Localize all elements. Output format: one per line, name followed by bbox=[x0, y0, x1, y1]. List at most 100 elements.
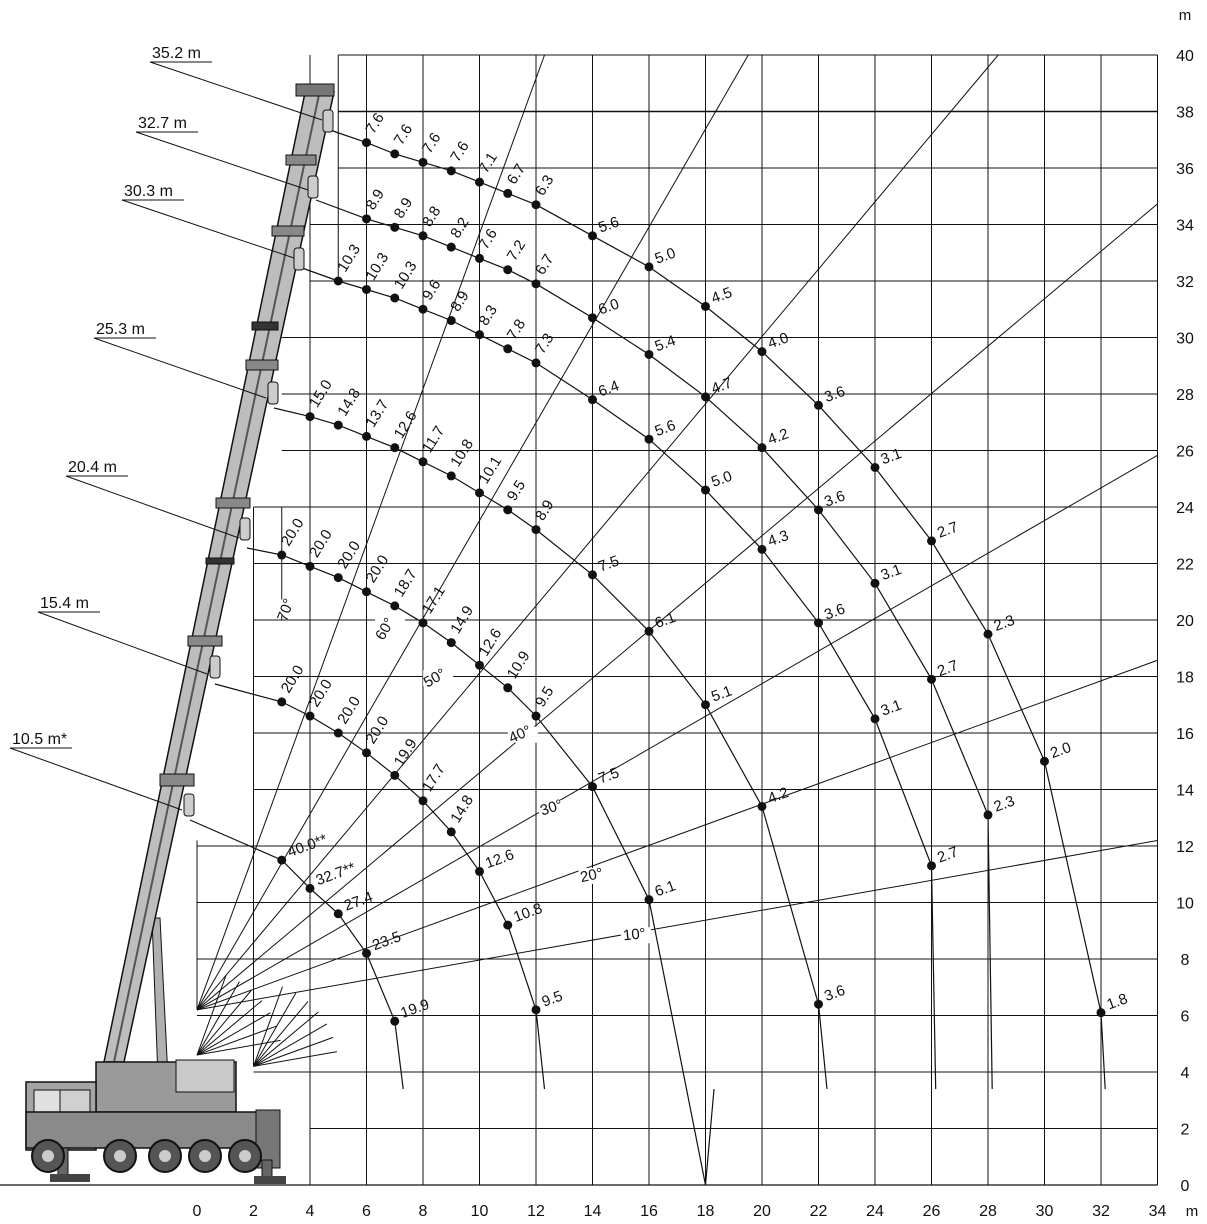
angle-line-stub bbox=[196, 1025, 277, 1056]
load-point bbox=[701, 392, 710, 402]
boom-label-leader bbox=[149, 61, 323, 121]
boom-label-leader bbox=[121, 199, 295, 259]
x-tick-label: 28 bbox=[979, 1203, 997, 1220]
load-point bbox=[644, 626, 654, 636]
load-point bbox=[870, 714, 880, 724]
load-value-label: 3.6 bbox=[822, 982, 847, 1005]
x-axis-unit: m bbox=[1186, 1203, 1199, 1220]
load-point bbox=[814, 400, 823, 410]
angle-line-40 bbox=[196, 203, 1158, 1011]
load-point bbox=[503, 188, 513, 198]
load-point bbox=[503, 505, 513, 515]
boom-reach-arcs bbox=[189, 129, 1106, 1186]
load-point bbox=[446, 827, 456, 837]
angle-line-stub bbox=[196, 989, 252, 1056]
x-tick-label: 26 bbox=[923, 1203, 941, 1220]
load-value-label: 14.8 bbox=[334, 385, 364, 419]
load-point bbox=[757, 347, 767, 357]
load-point bbox=[475, 177, 484, 187]
boom-label-leader bbox=[65, 475, 240, 539]
load-point bbox=[418, 457, 428, 467]
reach-arc bbox=[189, 819, 404, 1090]
grid bbox=[0, 54, 1158, 1186]
load-point bbox=[644, 349, 654, 359]
angle-label-bg bbox=[375, 619, 406, 636]
load-point bbox=[333, 573, 343, 583]
load-point bbox=[390, 770, 400, 780]
load-point bbox=[503, 344, 513, 354]
load-value-label: 6.0 bbox=[596, 295, 621, 318]
load-point bbox=[390, 443, 400, 453]
angle-label-bg bbox=[538, 800, 569, 817]
reach-arc bbox=[315, 199, 993, 1090]
load-point bbox=[927, 536, 936, 546]
load-value-label: 3.1 bbox=[879, 561, 904, 584]
load-point bbox=[814, 999, 823, 1009]
load-value-label: 18.7 bbox=[391, 566, 421, 600]
angle-line-20 bbox=[196, 659, 1158, 1011]
load-point bbox=[588, 782, 597, 792]
angle-line-stub bbox=[196, 981, 240, 1056]
y-tick-label: 2 bbox=[1181, 1122, 1190, 1139]
angle-line-stub bbox=[196, 975, 227, 1056]
load-points: 40.0**32.7**27.423.519.920.020.020.020.0… bbox=[277, 110, 1130, 1026]
angle-label-bg bbox=[423, 670, 454, 687]
load-value-label: 5.6 bbox=[596, 213, 621, 236]
load-value-label: 4.5 bbox=[709, 284, 734, 307]
boom-label-leaders: 10.5 m*15.4 m20.4 m25.3 m30.3 m32.7 m35.… bbox=[9, 45, 323, 811]
load-point bbox=[814, 505, 823, 515]
x-tick-label: 22 bbox=[810, 1203, 828, 1220]
angle-label-bg bbox=[620, 927, 651, 944]
angle-label-70: 70° bbox=[274, 596, 298, 623]
load-value-label: 10.8 bbox=[511, 900, 544, 926]
load-point bbox=[870, 578, 880, 588]
load-value-label: 4.2 bbox=[766, 425, 791, 448]
load-value-label: 4.2 bbox=[766, 784, 791, 807]
load-value-label: 5.0 bbox=[653, 245, 678, 268]
angle-line-stub bbox=[253, 1001, 309, 1067]
load-value-label: 40.0** bbox=[285, 831, 329, 861]
load-point bbox=[1040, 756, 1049, 766]
load-point bbox=[333, 276, 343, 286]
truck bbox=[25, 1059, 286, 1184]
load-value-label: 2.7 bbox=[935, 657, 960, 680]
angle-label-bg bbox=[578, 867, 609, 884]
load-value-label: 8.9 bbox=[391, 195, 416, 222]
load-point bbox=[390, 222, 400, 232]
luffing-cylinder bbox=[151, 917, 169, 1079]
load-point bbox=[305, 412, 315, 422]
x-tick-label: 18 bbox=[697, 1203, 715, 1220]
load-value-label: 20.0 bbox=[334, 538, 364, 572]
boom-length-label: 30.3 m bbox=[124, 183, 173, 200]
angle-line-30 bbox=[196, 454, 1158, 1011]
load-point bbox=[418, 231, 428, 241]
angle-line-stub bbox=[253, 1011, 319, 1067]
angle-line-10 bbox=[196, 839, 1158, 1011]
load-point bbox=[446, 242, 456, 252]
load-point bbox=[531, 358, 541, 368]
load-point bbox=[531, 1005, 541, 1015]
load-point bbox=[305, 711, 315, 721]
load-value-label: 3.1 bbox=[879, 697, 904, 720]
load-value-label: 4.0 bbox=[766, 329, 791, 352]
load-value-label: 12.6 bbox=[483, 846, 516, 872]
boom-length-label: 32.7 m bbox=[138, 115, 187, 132]
load-value-label: 2.7 bbox=[935, 519, 960, 542]
load-value-label: 10.3 bbox=[391, 258, 421, 292]
angle-label-40: 40° bbox=[506, 722, 534, 747]
load-point bbox=[983, 810, 993, 820]
load-point bbox=[446, 166, 456, 176]
load-point bbox=[305, 561, 315, 571]
load-point bbox=[531, 200, 541, 210]
load-point bbox=[333, 909, 343, 919]
reach-arc bbox=[329, 129, 1106, 1090]
hook-blocks bbox=[183, 109, 334, 817]
load-value-label: 6.1 bbox=[653, 877, 678, 900]
load-point bbox=[475, 866, 484, 876]
load-point bbox=[588, 313, 597, 323]
y-tick-label: 22 bbox=[1176, 557, 1194, 574]
x-tick-label: 14 bbox=[584, 1203, 602, 1220]
y-tick-label: 28 bbox=[1176, 387, 1194, 404]
x-tick-label: 4 bbox=[306, 1203, 315, 1220]
